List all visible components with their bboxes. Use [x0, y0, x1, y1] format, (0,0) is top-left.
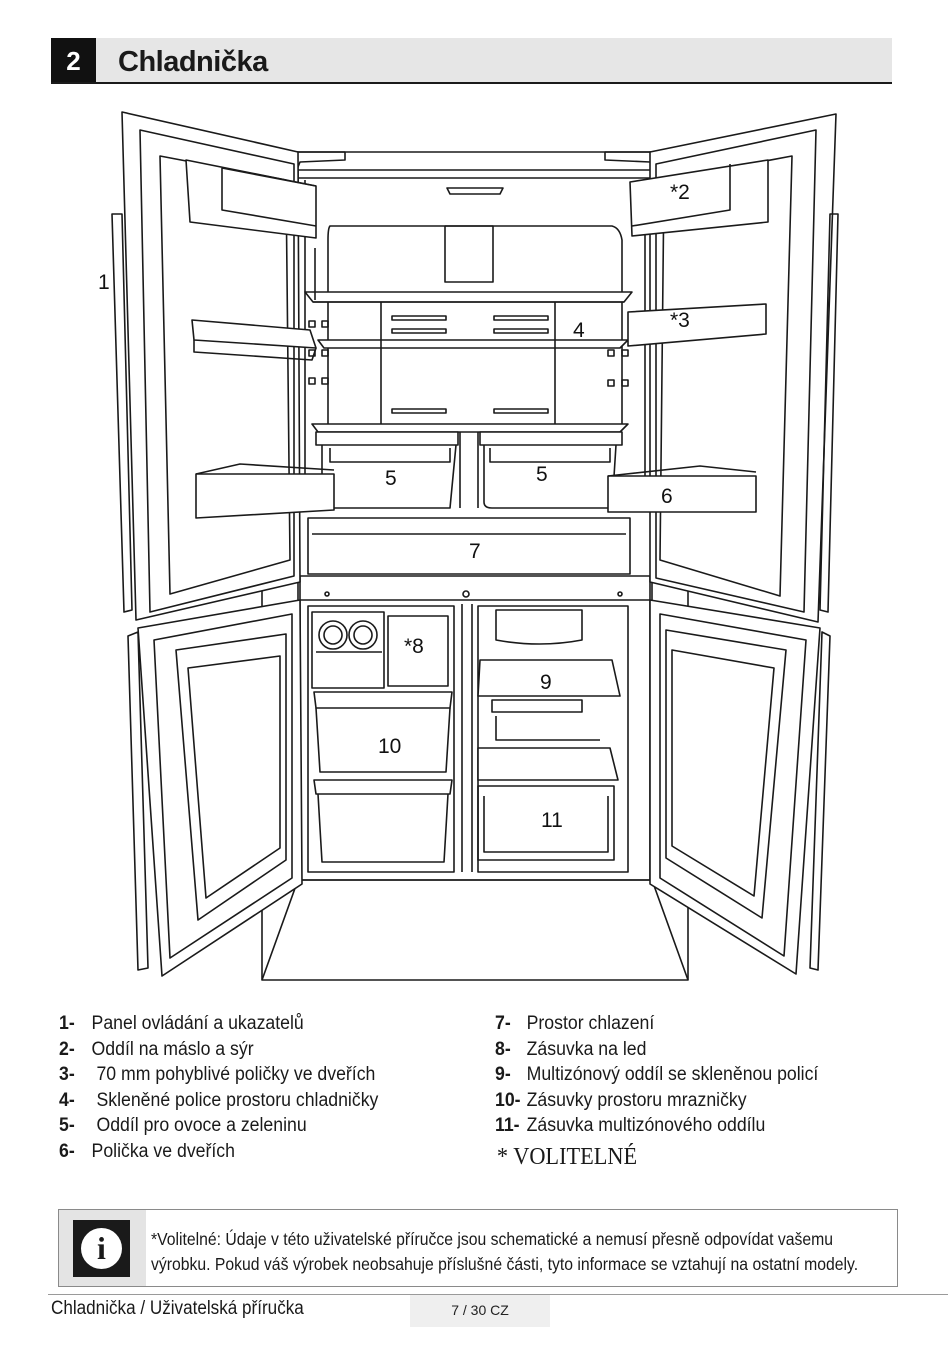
legend-text: Polička ve dveřích [91, 1140, 235, 1162]
legend-item: 10-Zásuvky prostoru mrazničky [495, 1088, 818, 1114]
info-icon-panel: i [59, 1210, 146, 1286]
left-freezer-door [127, 599, 303, 977]
legend-text: Multizónový oddíl se skleněnou policí [526, 1064, 819, 1086]
callout-1: 1 [98, 271, 110, 294]
legend-number: 3- [59, 1064, 75, 1086]
legend-right: 7- Prostor chlazení 8- Zásuvka na led 9- Mu… [495, 1011, 818, 1172]
right-freezer-door [649, 599, 831, 975]
legend-number: 4- [59, 1089, 75, 1111]
legend-text: Prostor chlazení [526, 1013, 655, 1034]
info-text: *Volitelné: Údaje v této uživatelské pří… [151, 1227, 858, 1276]
legend-item: 9- Multizónový oddíl se skleněnou policí [495, 1062, 818, 1088]
info-text-line: výrobku. Pokud váš výrobek neobsahuje př… [151, 1253, 859, 1274]
legend-number: 10- [495, 1089, 521, 1111]
glass-shelves [304, 248, 633, 433]
legend-number: 11- [495, 1115, 520, 1137]
legend-text: Oddíl na máslo a sýr [91, 1038, 254, 1060]
legend-number: 8- [495, 1038, 511, 1060]
legend-item: 8- Zásuvka na led [495, 1037, 818, 1063]
info-glyph: i [97, 1230, 106, 1266]
right-fridge-door [607, 113, 839, 623]
legend-item: 1- Panel ovládání a ukazatelů [59, 1011, 378, 1037]
legend-text: Oddíl pro ovoce a zeleninu [91, 1115, 307, 1137]
callout-9: 9 [540, 671, 552, 694]
callout-2: *2 [670, 181, 690, 204]
legend-item: 6- Polička ve dveřích [59, 1139, 378, 1165]
legend-number: 5- [59, 1115, 75, 1137]
left-fridge-door [111, 111, 335, 621]
section-title: Chladnička [118, 46, 268, 78]
info-icon-circle: i [81, 1228, 122, 1269]
legend-text: Zásuvky prostoru mrazničky [526, 1089, 747, 1111]
callout-11: 11 [541, 809, 563, 832]
legend-text: 70 mm pohyblivé poličky ve dveřích [91, 1064, 376, 1086]
info-note-box: i *Volitelné: Údaje v této uživatelské p… [58, 1209, 898, 1287]
legend-number: 9- [495, 1064, 511, 1086]
optional-note: * VOLITELNÉ [496, 1143, 638, 1170]
legend-text: Panel ovládání a ukazatelů [91, 1013, 304, 1034]
callout-7: 7 [469, 540, 481, 563]
legend-item: 2- Oddíl na máslo a sýr [59, 1037, 378, 1063]
freezer-section [299, 600, 651, 881]
section-number: 2 [51, 38, 96, 82]
legend-item: 7- Prostor chlazení [495, 1011, 818, 1037]
refrigerator-diagram: 1 *2 *3 4 5 5 6 7 *8 9 10 11 [98, 111, 839, 981]
section-header: 2 Chladnička [51, 38, 892, 84]
page-number: 7 / 30 CZ [451, 1302, 509, 1318]
legend-number: 6- [59, 1140, 75, 1162]
callout-6: 6 [661, 485, 673, 508]
callout-10: 10 [378, 735, 402, 758]
refrigerator-drawing [111, 111, 839, 981]
callout-5b: 5 [536, 463, 548, 486]
callout-5a: 5 [385, 467, 397, 490]
legend-item: 3- 70 mm pohyblivé poličky ve dveřích [59, 1062, 378, 1088]
legend-text: Skleněné police prostoru chladničky [91, 1089, 379, 1111]
legend-item: 4- Skleněné police prostoru chladničky [59, 1088, 378, 1114]
legend-item: 11- Zásuvka multizónového oddílu [495, 1113, 818, 1139]
chill-compartment [299, 517, 651, 601]
legend-left: 1- Panel ovládání a ukazatelů 2- Oddíl na … [59, 1011, 378, 1165]
callout-4: 4 [573, 319, 585, 342]
legend-number: 7- [495, 1013, 511, 1034]
footer-page-box: 7 / 30 CZ [410, 1295, 550, 1327]
info-icon: i [73, 1220, 130, 1277]
callout-8: *8 [404, 635, 424, 658]
legend-text: Zásuvka multizónového oddílu [526, 1115, 766, 1137]
footer-divider [48, 1294, 948, 1295]
legend-number: 1- [59, 1013, 75, 1034]
legend-number: 2- [59, 1038, 75, 1060]
info-text-line: *Volitelné: Údaje v této uživatelské pří… [151, 1229, 833, 1249]
legend-text: Zásuvka na led [526, 1038, 647, 1060]
callout-3: *3 [670, 309, 690, 332]
legend-item: 5- Oddíl pro ovoce a zeleninu [59, 1113, 378, 1139]
footer-doc-title: Chladnička / Uživatelská příručka [51, 1298, 304, 1319]
